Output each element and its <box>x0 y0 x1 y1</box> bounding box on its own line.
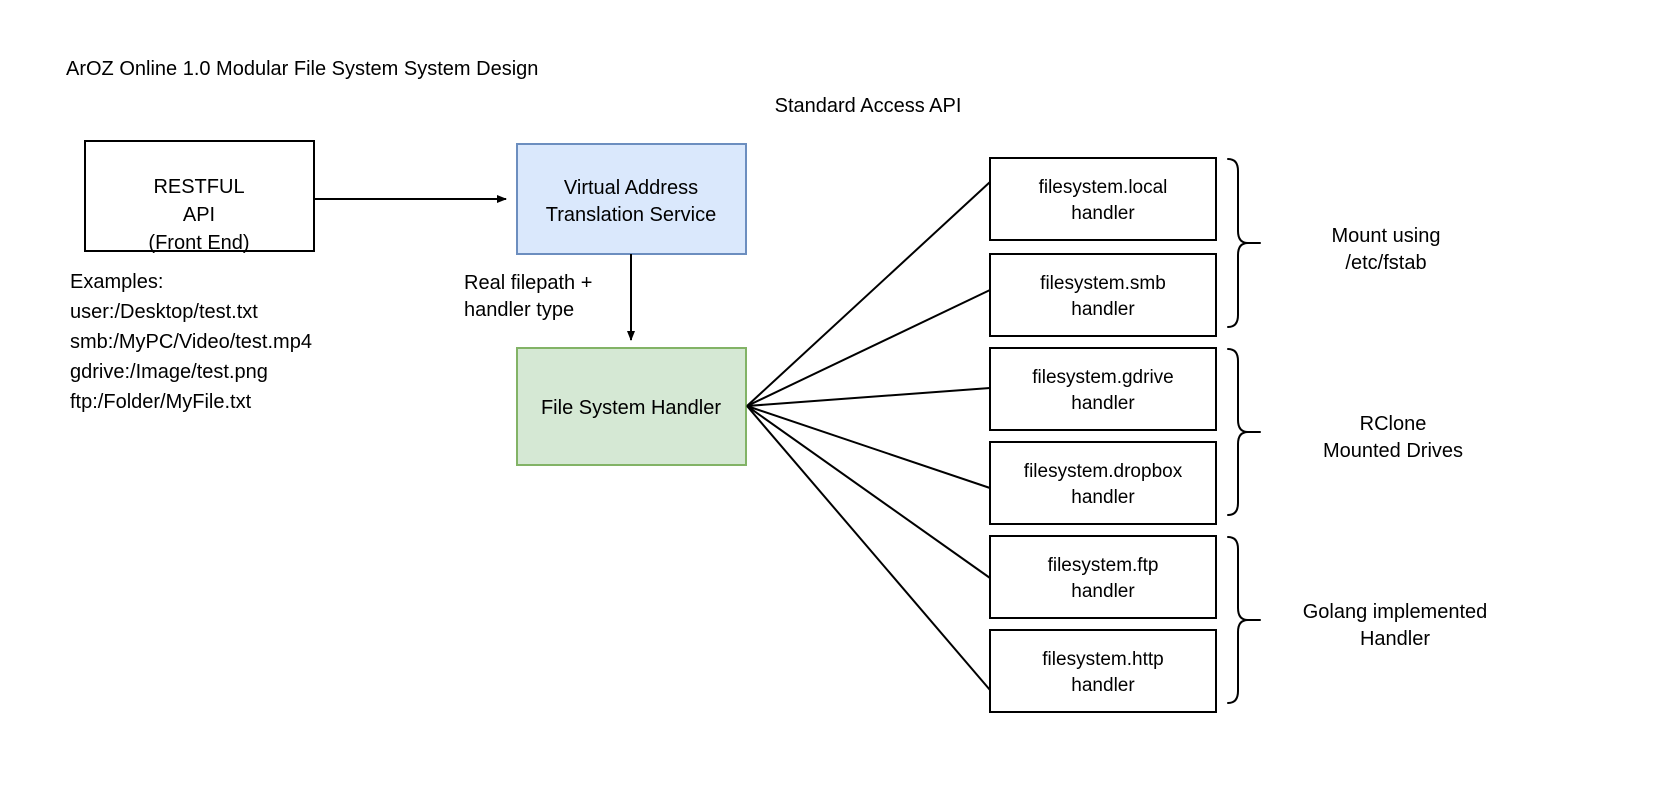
examples-item-3: ftp:/Folder/MyFile.txt <box>70 391 252 413</box>
node-vats-line2: Translation Service <box>546 204 716 226</box>
edge-label-real-filepath-line1: Real filepath + <box>464 272 592 294</box>
brace-group-mount-fstab <box>1227 158 1249 328</box>
node-handler-filesystem-http[interactable]: filesystem.http handler <box>989 629 1217 713</box>
node-handler-filesystem-ftp[interactable]: filesystem.ftp handler <box>989 535 1217 619</box>
group-label-golang-line2: Handler <box>1360 628 1430 650</box>
node-restful-api-line3: (Front End) <box>148 232 249 254</box>
node-restful-api-rect <box>84 140 315 252</box>
edge-fsh-to-filesystem-smb <box>746 289 991 407</box>
diagram-title: ArOZ Online 1.0 Modular File System Syst… <box>66 58 538 80</box>
group-label-rclone-line1: RClone <box>1360 413 1427 435</box>
group-label-mount-fstab: Mount using /etc/fstab <box>1332 225 1441 274</box>
node-file-system-handler[interactable]: File System Handler <box>516 347 747 466</box>
node-handler-filesystem-smb-rect <box>989 253 1217 337</box>
edge-fsh-to-filesystem-dropbox <box>746 405 991 489</box>
node-vats-rect <box>516 143 747 255</box>
node-handler-filesystem-http-suffix: handler <box>1071 675 1135 696</box>
node-handler-filesystem-gdrive-rect <box>989 347 1217 431</box>
examples-heading: Examples: <box>70 271 163 293</box>
node-handler-filesystem-local-name: filesystem.local <box>1039 177 1168 198</box>
group-label-golang-line1: Golang implemented <box>1303 601 1488 623</box>
node-handler-filesystem-local-rect <box>989 157 1217 241</box>
node-restful-api-line2: API <box>183 204 215 226</box>
node-handler-filesystem-dropbox-suffix: handler <box>1071 487 1135 508</box>
group-label-mount-fstab-line1: Mount using <box>1332 225 1441 247</box>
edge-label-real-filepath-line2: handler type <box>464 299 574 321</box>
examples-item-1: smb:/MyPC/Video/test.mp4 <box>70 331 312 353</box>
node-vats-line1: Virtual Address <box>564 177 698 199</box>
node-handler-filesystem-ftp-rect <box>989 535 1217 619</box>
node-handler-filesystem-smb-name: filesystem.smb <box>1040 273 1166 294</box>
node-file-system-handler-label: File System Handler <box>541 397 721 419</box>
node-handler-filesystem-gdrive-name: filesystem.gdrive <box>1032 367 1174 388</box>
node-virtual-address-translation-service[interactable]: Virtual Address Translation Service <box>516 143 747 255</box>
node-restful-api-line1: RESTFUL <box>153 176 244 198</box>
node-handler-filesystem-smb[interactable]: filesystem.smb handler <box>989 253 1217 337</box>
node-handler-filesystem-gdrive[interactable]: filesystem.gdrive handler <box>989 347 1217 431</box>
node-handler-filesystem-dropbox-rect <box>989 441 1217 525</box>
node-handler-filesystem-dropbox[interactable]: filesystem.dropbox handler <box>989 441 1217 525</box>
node-handler-filesystem-http-name: filesystem.http <box>1042 649 1163 670</box>
node-handler-filesystem-local[interactable]: filesystem.local handler <box>989 157 1217 241</box>
edge-fsh-to-filesystem-http <box>746 405 991 691</box>
fanout-edges <box>746 181 991 691</box>
edge-fsh-to-filesystem-local <box>746 181 991 407</box>
node-handler-filesystem-ftp-name: filesystem.ftp <box>1048 555 1159 576</box>
node-handler-filesystem-ftp-suffix: handler <box>1071 581 1135 602</box>
node-handler-filesystem-dropbox-name: filesystem.dropbox <box>1024 461 1183 482</box>
group-label-rclone: RClone Mounted Drives <box>1323 413 1463 462</box>
node-restful-api[interactable]: RESTFUL API (Front End) <box>84 140 315 254</box>
group-label-rclone-line2: Mounted Drives <box>1323 440 1463 462</box>
node-handler-filesystem-gdrive-suffix: handler <box>1071 393 1135 414</box>
edge-fsh-to-filesystem-gdrive <box>746 387 991 407</box>
examples-item-2: gdrive:/Image/test.png <box>70 361 268 383</box>
node-file-system-handler-rect <box>516 347 747 466</box>
section-label-standard-access-api: Standard Access API <box>775 95 962 117</box>
group-label-mount-fstab-line2: /etc/fstab <box>1345 252 1426 274</box>
group-label-golang: Golang implemented Handler <box>1303 601 1488 650</box>
node-handler-filesystem-http-rect <box>989 629 1217 713</box>
brace-group-rclone <box>1227 348 1249 516</box>
examples-item-0: user:/Desktop/test.txt <box>70 301 258 323</box>
node-handler-filesystem-smb-suffix: handler <box>1071 299 1135 320</box>
edge-fsh-to-filesystem-ftp <box>746 405 991 579</box>
brace-group-golang <box>1227 536 1249 704</box>
examples-block: Examples: user:/Desktop/test.txt smb:/My… <box>70 271 312 413</box>
node-handler-filesystem-local-suffix: handler <box>1071 203 1135 224</box>
